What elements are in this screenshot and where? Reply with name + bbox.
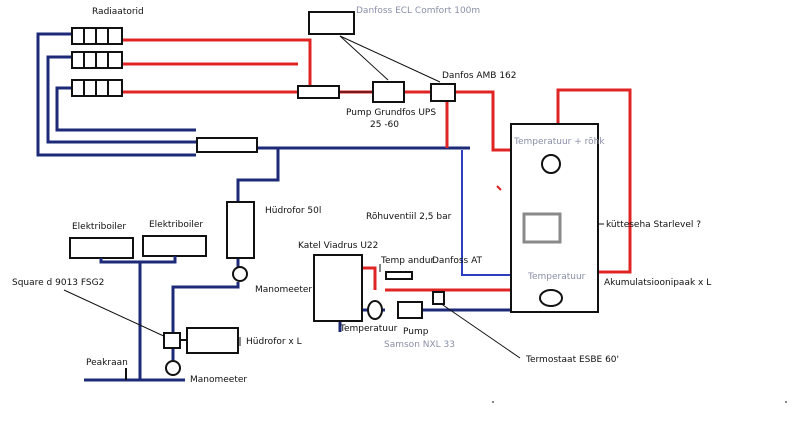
radiator-1 (71, 27, 123, 45)
label-danfoss-ecl: Danfoss ECL Comfort 100m (356, 6, 480, 16)
label-radiaatorid: Radiaatorid (92, 7, 144, 17)
label-danfos-amb: Danfos AMB 162 (442, 71, 517, 81)
label-elektriboiler-2: Elektriboiler (149, 220, 203, 230)
label-danfoss-at: Danfoss AT (432, 256, 483, 266)
electric-boiler-1 (69, 237, 134, 259)
label-katel: Katel Viadrus U22 (298, 241, 378, 251)
heating-element (522, 212, 562, 244)
label-temperatuur-tank: Temperatuur (527, 272, 586, 282)
danfoss-ecl-controller (308, 11, 355, 35)
boiler-viadrus (313, 254, 363, 322)
label-pump-grundfos-2: 25 -60 (370, 120, 399, 130)
manometer-1 (232, 266, 248, 282)
tank-flange-top (541, 154, 561, 174)
radiator-3 (71, 79, 123, 97)
hydrofor-50l (226, 201, 255, 259)
label-temperatuur-katel: Temperatuur (339, 324, 398, 334)
label-elektriboiler-1: Elektriboiler (72, 222, 126, 232)
return-pipes (461, 150, 511, 276)
red-tick (496, 185, 502, 191)
boiler-temp-gauge (367, 300, 383, 320)
samson-pump (397, 301, 423, 319)
danfoss-amb-valve (430, 83, 456, 102)
electric-boiler-2 (142, 235, 207, 257)
manifold-box-top (297, 85, 340, 99)
temp-sensor (385, 271, 413, 280)
tank-flange-bottom (539, 289, 563, 307)
label-akumulatsioonipaak: Akumulatsioonipaak x L (604, 278, 711, 288)
label-pump-2: Pump (403, 327, 429, 337)
label-peakraan: Peakraan (86, 358, 128, 368)
hydrofor-xl (186, 327, 239, 354)
control-lines (63, 35, 604, 359)
label-samson: Samson NXL 33 (384, 340, 455, 350)
label-kutteseha: kütteseha Starlevel ? (606, 220, 701, 230)
esbe-thermostat (432, 291, 445, 305)
label-pump-grundfos-1: Pump Grundfos UPS (346, 108, 436, 118)
grundfos-pump (372, 81, 405, 103)
label-temperatuur-rohk: Temperatuur + rõhk (513, 137, 605, 147)
label-termostaat: Termostaat ESBE 60' (525, 355, 619, 365)
label-manomeeter-1: Manomeeter (255, 285, 312, 295)
electric-boiler-connectors (99, 256, 177, 264)
label-hudrofor-50l: Hüdrofor 50l (265, 206, 321, 216)
manometer-2 (165, 360, 181, 376)
label-square-d: Square d 9013 FSG2 (12, 278, 104, 288)
label-manomeeter-2: Manomeeter (190, 375, 247, 385)
manifold-box-bottom (196, 137, 258, 153)
label-rohkventiil: Rõhuventiil 2,5 bar (366, 212, 452, 222)
label-hudrofor-xl: Hüdrofor x L (246, 337, 302, 347)
square-d-switch (163, 332, 181, 349)
label-temp-andur: Temp andur (380, 256, 434, 266)
radiator-2 (71, 51, 123, 69)
